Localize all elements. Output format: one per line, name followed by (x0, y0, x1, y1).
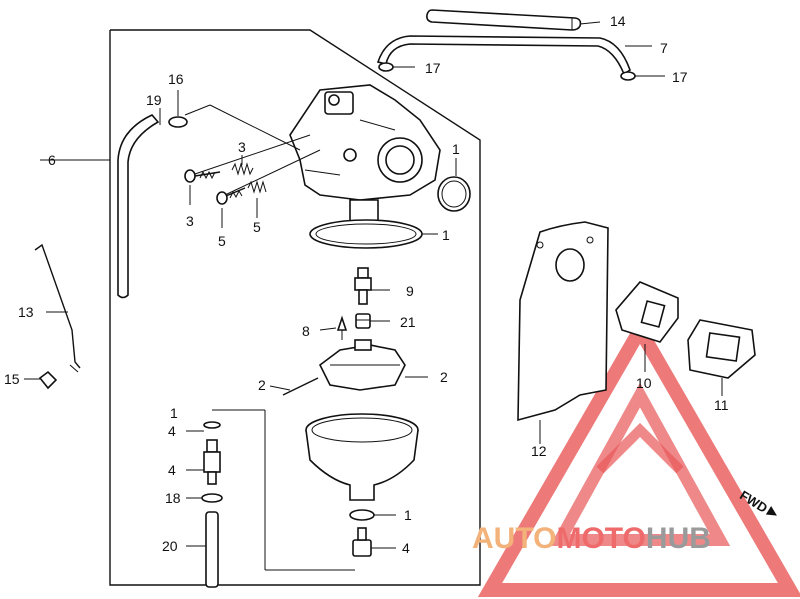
leader-lines (184, 104, 355, 571)
part-4-drain (203, 439, 221, 485)
callout-14: 14 (610, 13, 626, 29)
part-8-float-valve (336, 315, 348, 340)
callout-21: 21 (400, 314, 416, 330)
part-2-float (318, 339, 406, 391)
callout-18: 18 (165, 490, 181, 506)
callout-17a: 17 (425, 60, 441, 76)
callout-4c: 4 (402, 540, 410, 556)
part-1-oring-a (437, 176, 471, 212)
part-1-oring-b (309, 219, 423, 249)
callout-10: 10 (636, 375, 652, 391)
callout-11: 11 (714, 397, 729, 413)
part-14-tube (426, 9, 601, 31)
part-20-tube (205, 511, 219, 588)
watermark-part1: AUTO (472, 522, 556, 555)
callout-13: 13 (18, 304, 34, 320)
frame-bracket (109, 29, 481, 586)
callout-8: 8 (302, 323, 310, 339)
callout-9: 9 (406, 283, 414, 299)
watermark-part3: HUB (646, 522, 711, 555)
part-21-needle-seat (355, 313, 371, 329)
part-9-jet (354, 267, 372, 305)
part-5-spring (247, 180, 267, 194)
callout-3a: 3 (238, 139, 246, 155)
svg-text:AUTOMOTOHUB: AUTOMOTOHUB (472, 522, 711, 555)
part-5-screw (216, 187, 246, 205)
callout-1d: 1 (404, 507, 412, 523)
callout-7: 7 (660, 40, 668, 56)
part-float-bowl (305, 413, 419, 501)
part-12-gasket (517, 221, 609, 422)
part-15-clip (38, 370, 58, 390)
callout-5a: 5 (218, 233, 226, 249)
callout-2b: 2 (440, 369, 448, 385)
part-3-screw (184, 169, 221, 183)
callout-leaders (24, 108, 723, 549)
part-18-washer (201, 493, 223, 503)
part-16-clip (168, 90, 188, 128)
part-13-rod (34, 243, 81, 373)
callout-1b: 1 (442, 227, 450, 243)
part-3-spring (231, 162, 254, 176)
callout-15: 15 (4, 371, 20, 387)
watermark-part2: MOTO (556, 522, 645, 555)
callout-19: 19 (146, 92, 162, 108)
callout-6: 6 (48, 152, 56, 168)
callout-4a: 4 (168, 423, 176, 439)
part-17-clamp-a (378, 62, 415, 72)
callout-labels: 14 7 17 17 16 19 6 3 3 5 5 1 1 9 21 8 13… (4, 13, 729, 556)
callout-3b: 3 (186, 213, 194, 229)
watermark-logo (477, 315, 800, 597)
callout-16: 16 (168, 71, 184, 87)
callout-1c: 1 (170, 405, 178, 421)
part-1-washer-left (203, 421, 221, 429)
part-2-pin (282, 377, 319, 396)
callout-12: 12 (531, 443, 547, 459)
callout-1a: 1 (452, 141, 460, 157)
callout-4b: 4 (168, 462, 176, 478)
callout-17b: 17 (672, 69, 688, 85)
part-11-gasket (687, 319, 756, 379)
part-carburetor-body (289, 84, 441, 233)
part-1-washer-bottom (349, 509, 375, 521)
callout-2a: 2 (258, 377, 266, 393)
part-19-tube (117, 114, 160, 299)
arrow-icon (765, 506, 777, 516)
watermark-text: AUTOMOTOHUB (472, 522, 711, 555)
callout-20: 20 (162, 538, 178, 554)
part-10-gasket (615, 281, 679, 343)
part-4-bolt-bottom (352, 527, 372, 557)
part-17-clamp-b (620, 71, 665, 81)
callout-5b: 5 (253, 219, 261, 235)
part-7-hose (376, 35, 652, 76)
